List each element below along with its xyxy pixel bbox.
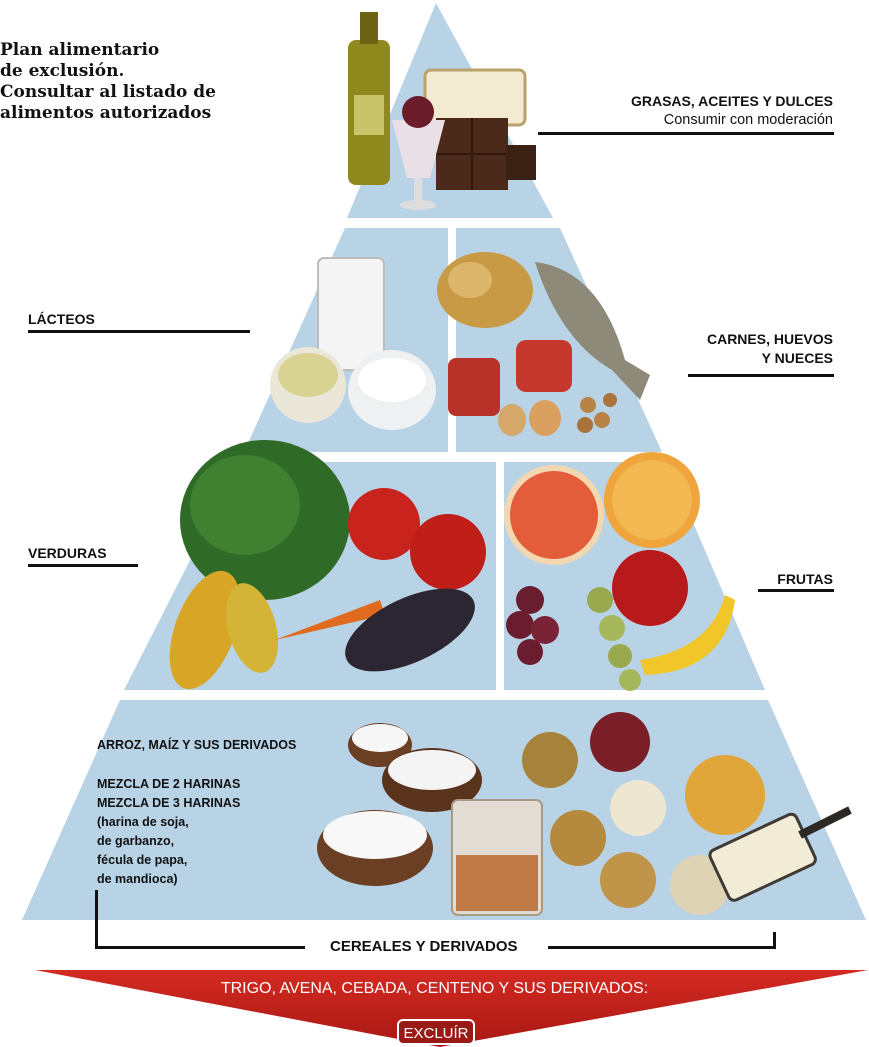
cheese-bowl-icon [270, 347, 346, 423]
cereals-allowed-7: de mandioca) [97, 871, 178, 888]
label-meat: CARNES, HUEVOS Y NUECES [707, 330, 833, 368]
cereals-allowed-3: MEZCLA DE 3 HARINAS [97, 795, 240, 812]
jar-icon [452, 800, 542, 915]
label-fruits: FRUTAS [777, 570, 833, 589]
intro-note: Plan alimentario de exclusión. Consultar… [0, 40, 300, 124]
cereals-allowed-5: de garbanzo, [97, 833, 174, 850]
cheese-block-icon [425, 70, 525, 125]
cereals-bracket-right [773, 932, 776, 949]
label-fruits-underline [758, 589, 834, 592]
label-vegetables-underline [28, 564, 138, 567]
label-vegetables: VERDURAS [28, 544, 107, 563]
cereals-allowed-4: (harina de soja, [97, 814, 189, 831]
label-dairy-underline [28, 330, 250, 333]
cereals-allowed-1: ARROZ, MAÍZ Y SUS DERIVADOS [97, 737, 296, 754]
label-meat-underline [688, 374, 834, 377]
intro-line-2: de exclusión. [0, 61, 300, 82]
label-fats-title: GRASAS, ACEITES Y DULCES [631, 92, 833, 111]
label-meat-line-1: CARNES, HUEVOS [707, 330, 833, 349]
orange-icon [604, 452, 700, 548]
label-fats-underline [538, 132, 834, 135]
label-meat-line-2: Y NUECES [707, 349, 833, 368]
cereals-bracket-bottom-right [548, 946, 776, 949]
cereals-bracket-bottom-left [95, 946, 305, 949]
cereals-allowed-2: MEZCLA DE 2 HARINAS [97, 776, 240, 793]
chicken-icon [437, 252, 533, 328]
banner-text: TRIGO, AVENA, CEBADA, CENTENO Y SUS DERI… [0, 980, 869, 998]
lettuce-icon [180, 440, 350, 600]
intro-line-1: Plan alimentario [0, 40, 300, 61]
intro-line-3: Consultar al listado de [0, 82, 300, 103]
yogurt-bowl-icon [348, 350, 436, 430]
cereals-bracket-left [95, 890, 98, 948]
label-dairy: LÁCTEOS [28, 310, 95, 329]
intro-line-4: alimentos autorizados [0, 103, 300, 124]
apple-icon [612, 550, 688, 626]
oil-bottle-icon [348, 12, 390, 185]
label-cereals: CEREALES Y DERIVADOS [330, 937, 518, 956]
label-fats: GRASAS, ACEITES Y DULCES Consumir con mo… [631, 92, 833, 130]
exclude-button: EXCLUÍR [397, 1019, 475, 1045]
grapefruit-icon [504, 465, 604, 565]
chocolate-bar-icon [436, 118, 536, 190]
label-fats-subtitle: Consumir con moderación [631, 111, 833, 130]
cereals-allowed-6: fécula de papa, [97, 852, 187, 869]
